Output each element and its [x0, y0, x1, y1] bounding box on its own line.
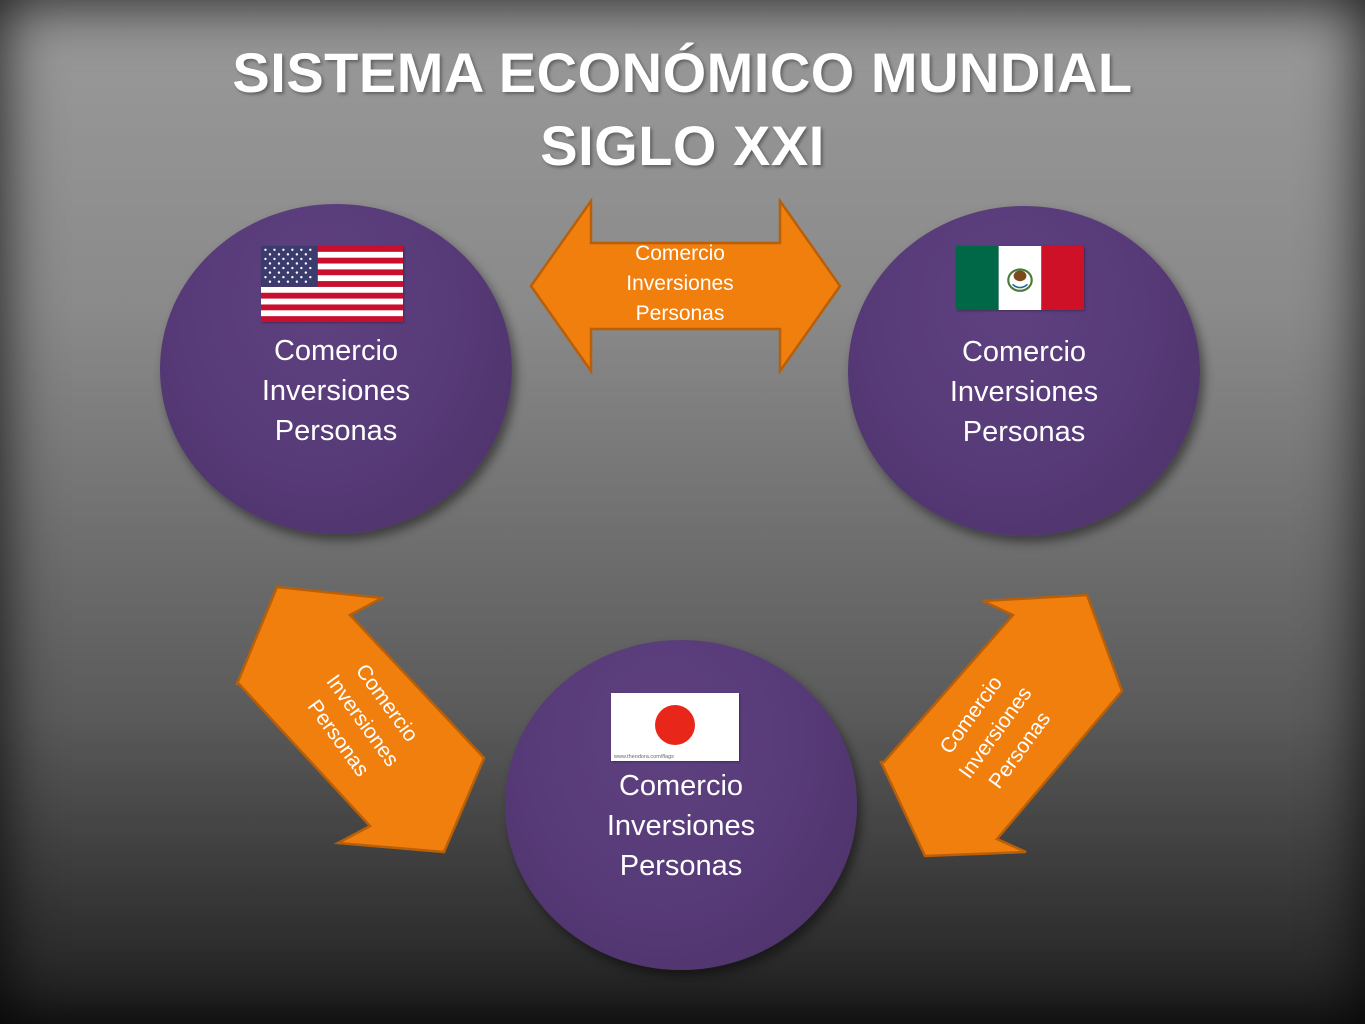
japan-flag-caption: www.theodora.com/flags — [613, 754, 674, 760]
usa-flag-icon — [261, 246, 403, 322]
node-usa-line-3: Personas — [274, 415, 398, 447]
node-japan-line-3: Personas — [619, 850, 743, 882]
node-japan: www.theodora.com/flags Comercio Inversio… — [505, 640, 857, 970]
node-usa-text: Comercio Inversiones Personas — [160, 331, 512, 451]
node-japan-line-1: Comercio — [618, 770, 744, 802]
arrow-usa-mexico-shape — [529, 198, 842, 375]
node-mexico: Comercio Inversiones Personas — [848, 206, 1200, 536]
arrow-usa-mexico-line-2: Inversiones — [626, 272, 734, 295]
slide-title-line-2: SIGLO XXI — [540, 114, 825, 177]
node-mexico-line-1: Comercio — [961, 336, 1087, 368]
node-mexico-line-2: Inversiones — [949, 376, 1099, 408]
arrow-usa-mexico — [529, 198, 842, 375]
node-usa-line-1: Comercio — [273, 335, 399, 367]
node-usa-line-2: Inversiones — [261, 375, 411, 407]
arrow-usa-mexico-line-3: Personas — [635, 302, 725, 325]
arrow-usa-mexico-line-1: Comercio — [635, 242, 725, 265]
slide-title-line-1: SISTEMA ECONÓMICO MUNDIAL — [232, 41, 1133, 104]
arrow-japan-mexico-shape — [879, 593, 1124, 858]
arrow-usa-mexico-label: Comercio Inversiones Personas — [580, 239, 780, 329]
arrow-usa-japan-shape — [235, 585, 486, 854]
node-japan-line-2: Inversiones — [606, 810, 756, 842]
arrow-usa-japan — [235, 585, 486, 854]
node-mexico-text: Comercio Inversiones Personas — [848, 332, 1200, 452]
arrow-japan-mexico — [879, 593, 1124, 858]
node-mexico-line-3: Personas — [962, 416, 1086, 448]
mexico-flag-icon — [956, 246, 1084, 310]
node-japan-text: Comercio Inversiones Personas — [505, 766, 857, 886]
japan-flag-icon: www.theodora.com/flags — [611, 693, 739, 761]
node-usa: Comercio Inversiones Personas — [160, 204, 512, 534]
